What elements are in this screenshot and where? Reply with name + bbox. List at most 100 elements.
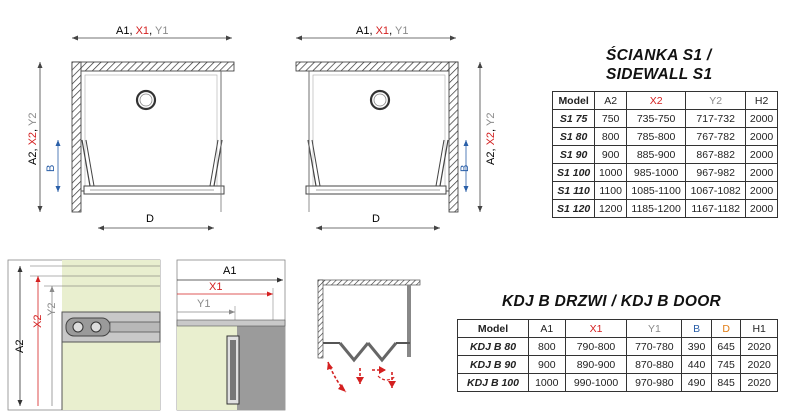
value-cell: 645 — [710, 337, 742, 356]
value-cell: 490 — [681, 373, 712, 392]
side-wall — [71, 61, 82, 213]
model-cell: S1 80 — [551, 127, 596, 146]
value-cell: 1100 — [594, 181, 628, 200]
value-cell: 1000 — [528, 373, 566, 392]
label-d-right: D — [372, 213, 380, 225]
value-cell: 785-800 — [626, 127, 687, 146]
col-a1: A1 — [528, 319, 566, 338]
col-y1: Y1 — [626, 319, 683, 338]
label-b-right: B — [459, 165, 471, 172]
value-cell: 2000 — [745, 145, 778, 164]
value-cell: 2020 — [740, 355, 778, 374]
value-cell: 900 — [594, 145, 628, 164]
door-opening-diagram — [317, 279, 421, 393]
detail-sidewall-profile: A2 X2 Y2 — [7, 259, 161, 411]
sidewall-title-line1: ŚCIANKA S1 / — [606, 47, 712, 64]
detail-label-x2: X2 — [32, 315, 44, 328]
value-cell: 770-780 — [626, 337, 683, 356]
value-cell: 800 — [528, 337, 566, 356]
model-cell: KDJ B 100 — [457, 373, 529, 392]
label-b: B — [45, 165, 57, 172]
value-cell: 735-750 — [626, 109, 687, 128]
col-a2: A2 — [594, 91, 628, 110]
value-cell: 890-900 — [564, 355, 628, 374]
value-cell: 845 — [710, 373, 742, 392]
detail-label-y1: Y1 — [197, 298, 210, 310]
model-cell: KDJ B 90 — [457, 355, 529, 374]
value-cell: 1167-1182 — [685, 199, 747, 218]
model-cell: S1 110 — [551, 181, 596, 200]
value-cell: 745 — [710, 355, 742, 374]
detail-label-a1: A1 — [223, 265, 236, 277]
value-cell: 1000 — [594, 163, 628, 182]
value-cell: 2000 — [745, 181, 778, 200]
col-model: Model — [551, 91, 596, 110]
detail-label-y2: Y2 — [46, 303, 58, 316]
hinge-screw-icon — [90, 321, 102, 333]
value-cell: 1185-1200 — [626, 199, 687, 218]
shower-diagram-right: A1, X1, Y1 A2, X2, Y2 B D — [295, 25, 497, 231]
door-title: KDJ B DRZWI / KDJ B DOOR — [502, 293, 722, 310]
col-y2: Y2 — [685, 91, 747, 110]
value-cell: 717-732 — [685, 109, 747, 128]
model-cell: S1 100 — [551, 163, 596, 182]
detail-label-x1: X1 — [209, 281, 222, 293]
label-a2: A2, X2, Y2 — [27, 113, 39, 165]
value-cell: 750 — [594, 109, 628, 128]
value-cell: 2000 — [745, 127, 778, 146]
value-cell: 2000 — [745, 199, 778, 218]
col-h1: H1 — [740, 319, 778, 338]
col-b: B — [681, 319, 712, 338]
value-cell: 867-882 — [685, 145, 747, 164]
value-cell: 2020 — [740, 373, 778, 392]
label-a2-right: A2, X2, Y2 — [485, 113, 497, 165]
value-cell: 1067-1082 — [685, 181, 747, 200]
value-cell: 390 — [681, 337, 712, 356]
model-cell: KDJ B 80 — [457, 337, 529, 356]
model-cell: S1 75 — [551, 109, 596, 128]
value-cell: 790-800 — [564, 337, 628, 356]
sidewall-title-line2: SIDEWALL S1 — [606, 66, 713, 83]
model-cell: S1 120 — [551, 199, 596, 218]
col-x1: X1 — [564, 319, 628, 338]
hinge-screw-icon — [72, 321, 84, 333]
value-cell: 2000 — [745, 163, 778, 182]
label-d: D — [146, 213, 154, 225]
col-h2: H2 — [745, 91, 778, 110]
value-cell: 900 — [528, 355, 566, 374]
col-d: D — [710, 319, 742, 338]
label-a1-right: A1, X1, Y1 — [356, 25, 408, 37]
detail-door-profile: A1 X1 Y1 — [176, 259, 286, 411]
value-cell: 985-1000 — [626, 163, 687, 182]
value-cell: 885-900 — [626, 145, 687, 164]
table-header-row: Model A1 X1 Y1 B D H1 — [457, 319, 778, 338]
drain-icon — [369, 89, 391, 111]
table-header-row: Model A2 X2 Y2 H2 — [551, 91, 778, 110]
value-cell: 970-980 — [626, 373, 683, 392]
model-cell: S1 90 — [551, 145, 596, 164]
value-cell: 2000 — [745, 109, 778, 128]
value-cell: 870-880 — [626, 355, 683, 374]
back-wall — [71, 61, 235, 72]
value-cell: 1085-1100 — [626, 181, 687, 200]
value-cell: 990-1000 — [564, 373, 628, 392]
value-cell: 1200 — [594, 199, 628, 218]
drain-icon — [135, 89, 157, 111]
value-cell: 440 — [681, 355, 712, 374]
value-cell: 967-982 — [685, 163, 747, 182]
detail-label-a2: A2 — [14, 340, 26, 353]
col-model: Model — [457, 319, 529, 338]
shower-diagram-left: A1, X1, Y1 A2, X2, Y2 B D — [27, 25, 235, 231]
label-a1: A1, X1, Y1 — [116, 25, 168, 37]
value-cell: 800 — [594, 127, 628, 146]
